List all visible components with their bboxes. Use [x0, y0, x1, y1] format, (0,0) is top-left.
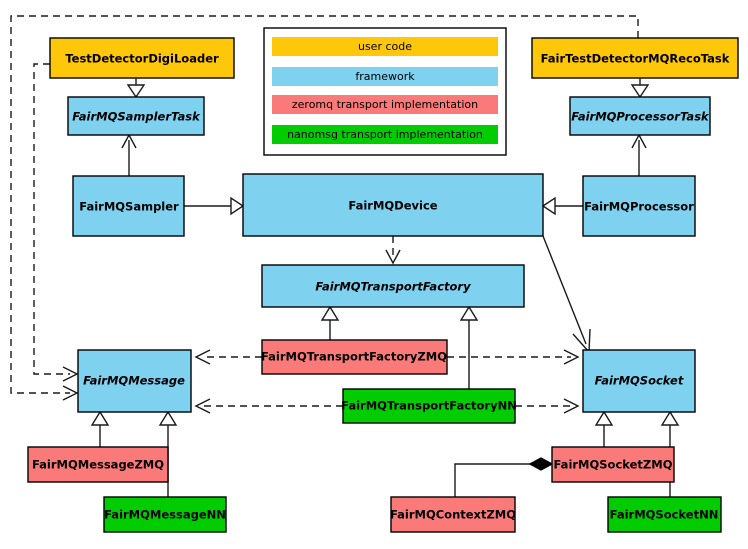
class-label: FairMQTransportFactory [315, 280, 471, 294]
class-box[interactable] [582, 175, 696, 237]
class-node-fairmqcontextzmq[interactable]: FairMQContextZMQ [390, 496, 516, 533]
edge-device-to-transportfactory [385, 236, 401, 265]
class-label: FairMQDevice [348, 199, 437, 213]
edge-recotask-generalization [630, 78, 650, 99]
class-label: FairMQProcessor [584, 200, 694, 214]
edge-socketzmq-generalization [594, 410, 614, 447]
legend-swatch [272, 67, 498, 86]
class-label: FairMQTransportFactoryNN [341, 399, 517, 413]
class-box[interactable] [49, 37, 235, 79]
class-box[interactable] [582, 349, 696, 413]
legend-item-framework: framework [272, 67, 498, 86]
class-label: FairMQSamplerTask [72, 110, 201, 124]
node-layer: TestDetectorDigiLoader FairTestDetectorM… [27, 37, 739, 533]
edge-recotask-to-message [10, 15, 639, 401]
edge-digiloader-to-message [33, 63, 79, 382]
class-label: FairMQMessageZMQ [32, 458, 164, 472]
class-box[interactable] [569, 96, 711, 136]
legend-label: nanomsg transport implementation [287, 128, 483, 141]
edge-sampler-generalization [184, 196, 245, 216]
class-box[interactable] [261, 339, 448, 375]
edge-processor-to-processortask [631, 133, 647, 176]
class-node-fairmqtransportfactorynn[interactable]: FairMQTransportFactoryNN [341, 388, 517, 424]
class-label: FairMQSocket [595, 374, 684, 388]
class-node-fairmqsocket[interactable]: FairMQSocket [582, 349, 696, 413]
legend-swatch [272, 37, 498, 56]
class-box[interactable] [551, 446, 675, 483]
class-node-fairmqprocessortask[interactable]: FairMQProcessorTask [569, 96, 711, 136]
edge-transportfactorynn-to-socket [515, 398, 580, 414]
class-node-fairmqsamplertask[interactable]: FairMQSamplerTask [67, 96, 205, 136]
legend: user code framework zeromq transport imp… [263, 27, 507, 156]
class-box[interactable] [261, 264, 525, 308]
class-node-fairmqsampler[interactable]: FairMQSampler [72, 175, 185, 237]
class-node-fairmqtransportfactoryzmq[interactable]: FairMQTransportFactoryZMQ [261, 339, 448, 375]
class-label: FairMQSampler [79, 200, 179, 214]
class-box[interactable] [531, 37, 739, 79]
edge-transportfactoryzmq-to-message [194, 349, 262, 365]
legend-label: framework [355, 70, 415, 83]
class-label: FairMQSocketZMQ [554, 458, 673, 472]
edge-socketzmq-composition-contextzmq [454, 457, 554, 497]
class-node-fairmqdevice[interactable]: FairMQDevice [242, 173, 544, 237]
class-node-fairmqmessagezmq[interactable]: FairMQMessageZMQ [27, 446, 169, 483]
class-box[interactable] [77, 349, 192, 413]
class-box[interactable] [607, 496, 722, 533]
edge-transportfactoryzmq-generalization [320, 305, 340, 340]
edge-device-to-socket [542, 235, 591, 354]
edge-transportfactoryzmq-to-socket [447, 349, 580, 365]
class-node-fairmqsocketnn[interactable]: FairMQSocketNN [607, 496, 722, 533]
class-label: FairMQContextZMQ [390, 508, 516, 522]
class-node-fairmqsocketzmq[interactable]: FairMQSocketZMQ [551, 446, 675, 483]
legend-label: zeromq transport implementation [292, 98, 478, 111]
legend-item-nanomsg: nanomsg transport implementation [272, 125, 498, 144]
class-node-fairmqprocessor[interactable]: FairMQProcessor [582, 175, 696, 237]
class-label: TestDetectorDigiLoader [65, 52, 219, 66]
class-label: FairMQSocketNN [610, 508, 719, 522]
legend-swatch [272, 125, 498, 144]
class-label: FairMQProcessorTask [571, 110, 710, 124]
class-label: FairMQMessageNN [104, 508, 226, 522]
class-label: FairTestDetectorMQRecoTask [541, 52, 730, 66]
class-box[interactable] [27, 446, 169, 483]
class-node-testdetectordigiloader[interactable]: TestDetectorDigiLoader [49, 37, 235, 79]
class-node-fairmqtransportfactory[interactable]: FairMQTransportFactory [261, 264, 525, 308]
class-box[interactable] [390, 496, 516, 533]
class-box[interactable] [67, 96, 205, 136]
class-node-fairtestdetectormqrecotask[interactable]: FairTestDetectorMQRecoTask [531, 37, 739, 79]
edge-digiloader-generalization [126, 78, 146, 99]
class-box[interactable] [342, 388, 516, 424]
legend-swatch [272, 95, 498, 114]
edge-transportfactorynn-generalization [459, 305, 479, 389]
class-node-fairmqmessagenn[interactable]: FairMQMessageNN [103, 496, 227, 533]
legend-label: user code [358, 40, 412, 53]
class-label: FairMQTransportFactoryZMQ [261, 350, 447, 364]
class-label: FairMQMessage [83, 374, 185, 388]
class-box[interactable] [72, 175, 185, 237]
edge-transportfactorynn-to-message [194, 398, 343, 414]
class-box[interactable] [242, 173, 544, 237]
legend-item-zeromq: zeromq transport implementation [272, 95, 498, 114]
edge-processor-generalization [541, 196, 583, 216]
class-box[interactable] [103, 496, 227, 533]
legend-item-user-code: user code [272, 37, 498, 56]
edge-sampler-to-samplertask [121, 133, 137, 176]
edge-messagezmq-generalization [90, 410, 110, 447]
class-node-fairmqmessage[interactable]: FairMQMessage [77, 349, 192, 413]
